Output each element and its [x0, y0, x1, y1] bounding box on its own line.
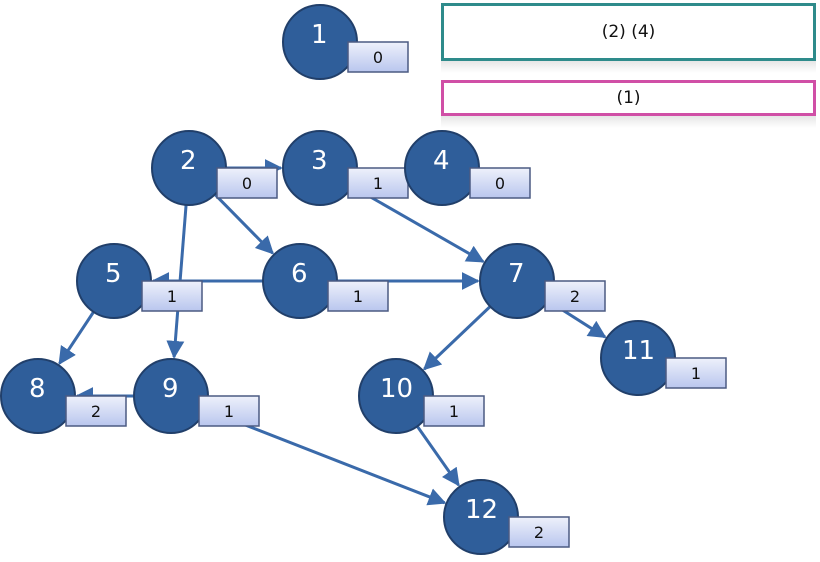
node-2: 20: [151, 130, 278, 206]
node-label: 9: [162, 374, 179, 404]
node-label: 5: [105, 259, 122, 289]
edge-7-to-10: [422, 305, 492, 371]
edge-3-to-7: [351, 185, 485, 263]
node-label: 3: [311, 146, 328, 176]
badge-box: [198, 395, 260, 427]
edge-2-to-6: [213, 193, 274, 255]
node-8: 82: [0, 358, 127, 434]
badge-value: 0: [373, 48, 383, 67]
edge-5-to-8: [58, 311, 95, 365]
badge-value: 2: [91, 402, 101, 421]
badge-box: [508, 516, 570, 548]
badge-box: [216, 167, 278, 199]
node-5: 51: [76, 243, 203, 319]
node-1: 10: [282, 4, 409, 80]
badge-box: [347, 41, 409, 73]
node-4: 40: [404, 130, 531, 206]
node-7: 72: [479, 243, 606, 319]
queue-top-text: (2) (4): [601, 22, 656, 42]
node-label: 7: [508, 259, 525, 289]
node-label: 8: [29, 374, 46, 404]
node-label: 12: [465, 495, 498, 525]
queue-box-bottom: (1): [441, 80, 816, 116]
badge-box: [544, 280, 606, 312]
node-label: 11: [622, 336, 655, 366]
node-label: 6: [291, 259, 308, 289]
node-10: 10 1: [358, 358, 485, 434]
node-12: 12 2: [443, 479, 570, 555]
badge-value: 0: [495, 174, 505, 193]
node-label: 1: [311, 20, 328, 50]
badge-box: [665, 357, 727, 389]
badge-box: [469, 167, 531, 199]
edge-10-to-12: [416, 425, 460, 487]
badge-box: [327, 280, 389, 312]
badge-value: 1: [449, 402, 459, 421]
badge-box: [141, 280, 203, 312]
node-3: 31: [282, 130, 409, 206]
queue-shadow: [441, 61, 816, 73]
queue-shadow: [441, 116, 816, 128]
node-6: 61: [262, 243, 389, 319]
badge-value: 1: [224, 402, 234, 421]
badge-value: 1: [691, 364, 701, 383]
badge-value: 0: [242, 174, 252, 193]
queue-bottom-text: (1): [616, 88, 641, 108]
badge-box: [423, 395, 485, 427]
edges-layer: [58, 159, 607, 506]
queue-box-top: (2) (4): [441, 3, 816, 61]
badge-value: 2: [570, 287, 580, 306]
badge-value: 1: [167, 287, 177, 306]
badge-value: 2: [534, 523, 544, 542]
node-9: 91: [133, 358, 260, 434]
badge-value: 1: [373, 174, 383, 193]
node-11: 111: [600, 320, 727, 396]
badge-value: 1: [353, 287, 363, 306]
badge-box: [65, 395, 127, 427]
node-label: 2: [180, 146, 197, 176]
node-label: 4: [433, 146, 450, 176]
node-label: 10: [380, 374, 413, 404]
